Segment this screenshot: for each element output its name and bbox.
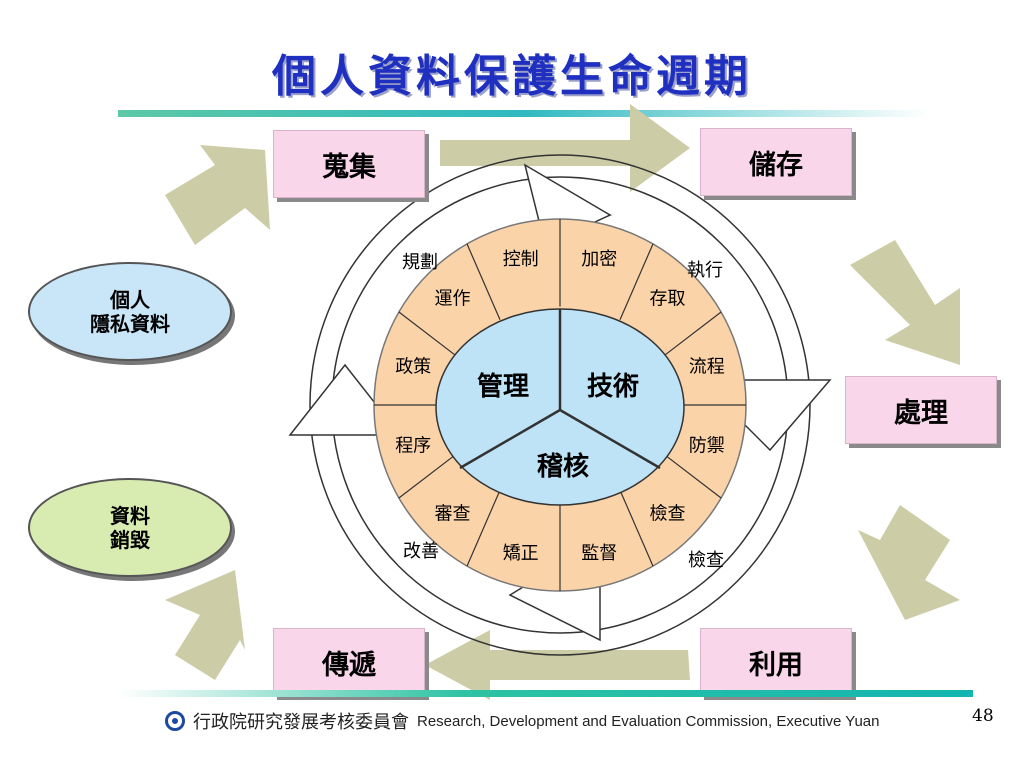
ring-item: 矯正	[503, 543, 539, 564]
page-number: 48	[972, 706, 994, 726]
footer-org-en: Research, Development and Evaluation Com…	[417, 712, 880, 730]
arrow-transmit-to-destroy	[165, 570, 245, 680]
arrow-store-to-process	[850, 240, 960, 365]
ring-item: 控制	[503, 249, 539, 270]
oval-data-destruction: 資料 銷毀	[28, 478, 232, 577]
ring-item: 防禦	[689, 435, 725, 456]
arrow-privacy-to-collect	[165, 145, 270, 245]
ring-divider	[663, 453, 722, 499]
page-title: 個人資料保護生命週期	[272, 51, 752, 102]
ring-divider	[663, 311, 722, 357]
ring-divider	[398, 453, 457, 499]
footer: 行政院研究發展考核委員會 Research, Development and E…	[165, 708, 879, 734]
ring-divider	[619, 243, 654, 321]
center-management: 管理	[477, 372, 529, 402]
arrow-process-to-use	[858, 505, 960, 620]
stage-store: 儲存	[700, 128, 852, 196]
arrow-use-to-transmit	[425, 630, 690, 700]
stage-collect: 蒐集	[273, 130, 425, 198]
footer-org-zh: 行政院研究發展考核委員會	[193, 712, 409, 733]
cycle-label-do: 執行	[687, 260, 723, 281]
oval-personal-privacy: 個人 隱私資料	[28, 262, 232, 361]
center-audit: 稽核	[537, 451, 589, 482]
cycle-label-act: 改善	[403, 541, 439, 562]
cycle-label-check: 檢查	[688, 550, 724, 571]
ring-item: 檢查	[650, 504, 686, 525]
ring-item: 程序	[395, 435, 431, 456]
ring-item: 存取	[650, 289, 686, 310]
ring-divider	[466, 243, 501, 321]
ring-divider	[466, 489, 501, 567]
stage-process: 處理	[845, 376, 997, 444]
title-underline	[118, 110, 928, 117]
ring-item: 流程	[689, 357, 725, 378]
center-technology: 技術	[587, 372, 639, 402]
ring-item: 審查	[435, 504, 471, 525]
ring-item: 政策	[395, 357, 431, 378]
ring-divider	[619, 489, 654, 567]
cycle-label-plan: 規劃	[402, 252, 438, 273]
ring-divider	[398, 311, 457, 357]
footer-line	[118, 690, 973, 697]
ring-item: 監督	[581, 543, 617, 564]
ring-item: 運作	[435, 289, 471, 310]
stage-transmit: 傳遞	[273, 628, 425, 696]
logo-icon	[165, 711, 185, 731]
ring-item: 加密	[581, 249, 617, 270]
stage-use: 利用	[700, 628, 852, 696]
arrow-collect-to-store	[440, 104, 690, 192]
